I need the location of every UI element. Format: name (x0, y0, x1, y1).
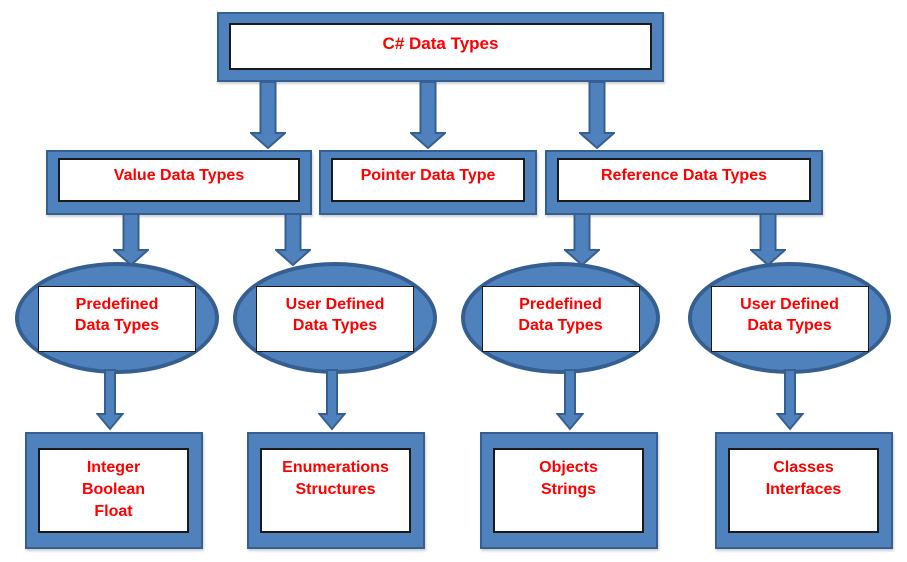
node-pointer-data-type-label: Pointer Data Type (331, 158, 525, 202)
label-line: User Defined (740, 296, 839, 313)
node-reference-predefined-label: Predefined Data Types (481, 286, 640, 352)
arrow-value-to-user-defined (275, 213, 311, 266)
arrow-root-to-pointer-data-type (410, 81, 446, 149)
label-line: Data Types (292, 317, 378, 334)
label-line: Predefined (519, 296, 602, 313)
node-value-user-defined-label: User Defined Data Types (256, 286, 414, 352)
node-classes-interfaces: Classes Interfaces (715, 432, 893, 549)
label-line: Boolean (81, 481, 146, 498)
label-line: Data Types (74, 317, 160, 334)
node-reference-data-types-label: Reference Data Types (557, 158, 811, 202)
node-c-data-types: C# Data Types (217, 12, 664, 82)
node-reference-data-types: Reference Data Types (545, 150, 823, 215)
arrow-reference-to-user-defined (750, 213, 786, 266)
node-c-data-types-label: C# Data Types (229, 23, 652, 70)
node-reference-user-defined-label: User Defined Data Types (710, 286, 869, 352)
node-value-user-defined-data-types: User Defined Data Types (233, 262, 437, 374)
arrow-predefined-to-integer-boolean-float (96, 369, 124, 431)
label-line: Integer (86, 459, 141, 476)
node-enumerations-structures: Enumerations Structures (247, 432, 425, 549)
label-line: Enumerations (282, 459, 389, 476)
node-enumerations-structures-label: Enumerations Structures (260, 448, 411, 533)
node-integer-boolean-float-label: Integer Boolean Float (38, 448, 189, 533)
arrow-user-defined-to-classes-interfaces (776, 369, 804, 431)
label-line: User Defined (285, 296, 385, 313)
node-value-data-types-label: Value Data Types (58, 158, 300, 202)
arrow-reference-to-predefined (564, 213, 600, 266)
arrow-root-to-value-data-types (250, 81, 286, 149)
node-value-predefined-data-types: Predefined Data Types (15, 262, 219, 374)
label-line: Data Types (747, 317, 832, 334)
node-objects-strings-label: Objects Strings (493, 448, 644, 533)
label-line: Predefined (75, 296, 159, 313)
label-line: Classes (773, 459, 834, 476)
node-integer-boolean-float: Integer Boolean Float (25, 432, 203, 549)
node-reference-user-defined-data-types: User Defined Data Types (688, 262, 891, 374)
label-line: Strings (540, 481, 597, 498)
node-objects-strings: Objects Strings (480, 432, 658, 549)
arrow-value-to-predefined (113, 213, 149, 266)
label-line: Objects (539, 459, 598, 476)
node-pointer-data-type: Pointer Data Type (319, 150, 537, 215)
arrow-predefined-to-objects-strings (556, 369, 584, 431)
node-classes-interfaces-label: Classes Interfaces (728, 448, 879, 533)
node-value-predefined-label: Predefined Data Types (38, 286, 196, 352)
node-reference-predefined-data-types: Predefined Data Types (461, 262, 660, 374)
arrow-root-to-reference-data-types (579, 81, 615, 149)
node-value-data-types: Value Data Types (46, 150, 312, 215)
label-line: Structures (295, 481, 376, 498)
label-line: Interfaces (765, 481, 842, 498)
label-line: Data Types (518, 317, 603, 334)
arrow-user-defined-to-enumerations-structures (318, 369, 346, 431)
label-line: Float (94, 503, 133, 520)
